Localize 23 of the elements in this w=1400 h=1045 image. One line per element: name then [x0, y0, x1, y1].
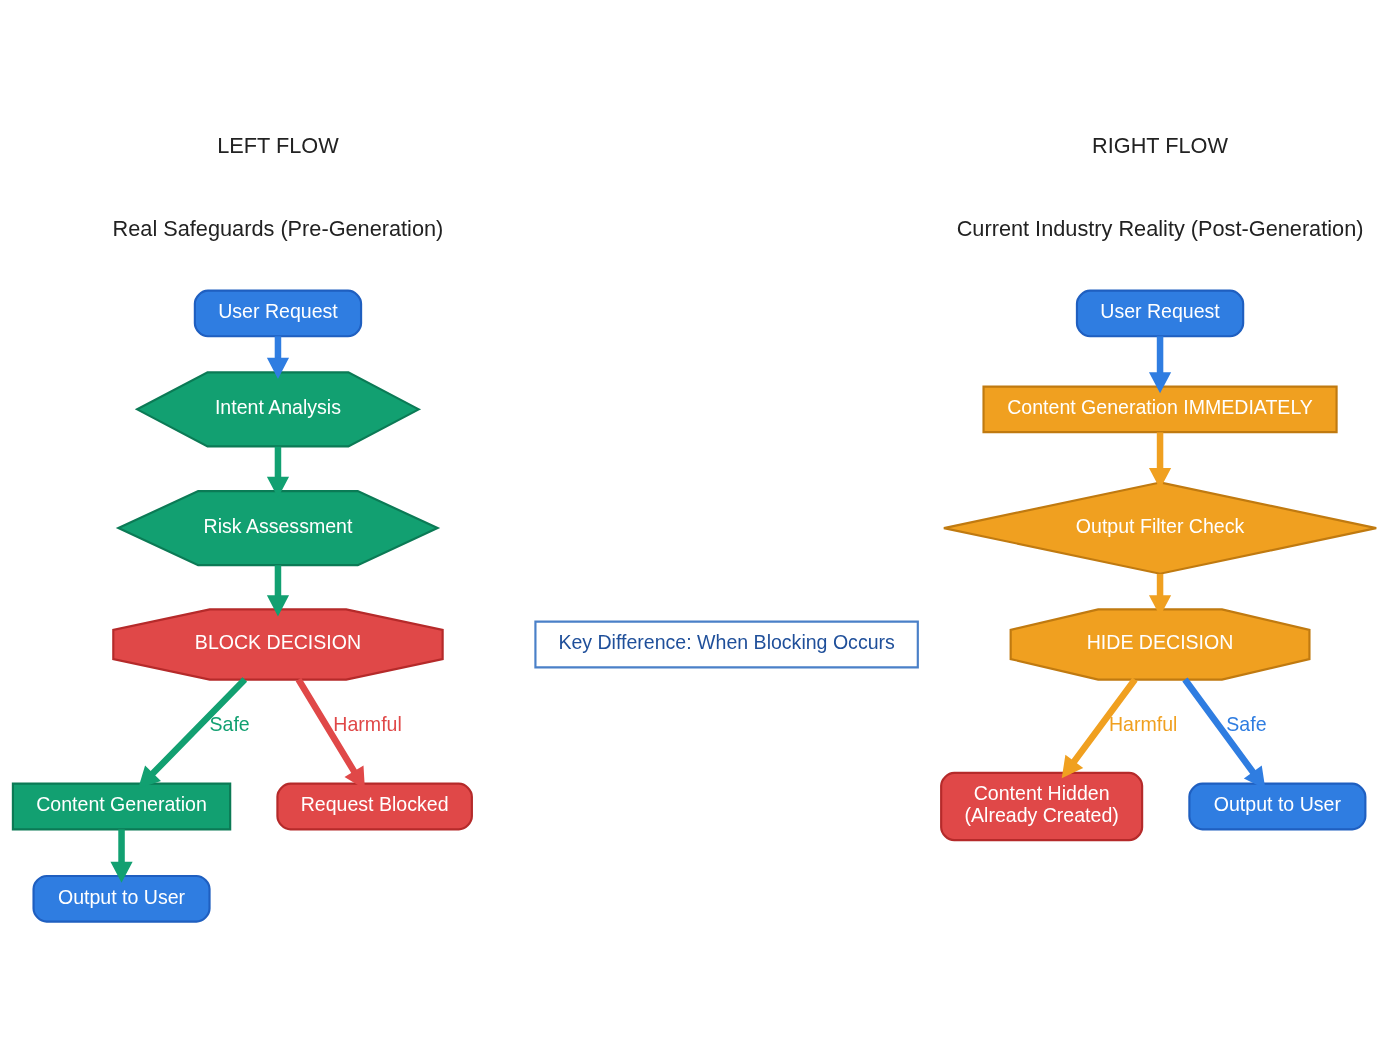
- node-box: Content Generation IMMEDIATELY: [982, 385, 1338, 434]
- node-box: Content Hidden (Already Created): [940, 771, 1144, 842]
- arrow: [266, 336, 290, 379]
- node-box: Key Difference: When Blocking Occurs: [534, 620, 919, 669]
- label: RIGHT FLOW: [1092, 132, 1229, 158]
- edge-label: Harmful: [333, 712, 402, 735]
- node-box: User Request: [193, 289, 363, 338]
- edge-label: Harmful: [1109, 712, 1178, 735]
- node-diamond: Output Filter Check: [942, 481, 1378, 575]
- edge-label: Safe: [1226, 712, 1267, 735]
- node-box: Content Generation: [11, 782, 232, 831]
- arrow: [1148, 336, 1172, 394]
- arrow: [110, 829, 133, 883]
- arrow: [266, 565, 290, 617]
- node-box: Output to User: [32, 874, 211, 923]
- label: Current Industry Reality (Post-Generation): [956, 216, 1364, 242]
- label: Real Safeguards (Pre-Generation): [112, 216, 444, 242]
- node-box: Request Blocked: [276, 782, 473, 831]
- node-box: Output to User: [1188, 782, 1367, 831]
- node-box: User Request: [1075, 289, 1245, 338]
- arrow: [1061, 677, 1138, 779]
- label: LEFT FLOW: [217, 132, 339, 158]
- edge-label: Safe: [209, 712, 250, 735]
